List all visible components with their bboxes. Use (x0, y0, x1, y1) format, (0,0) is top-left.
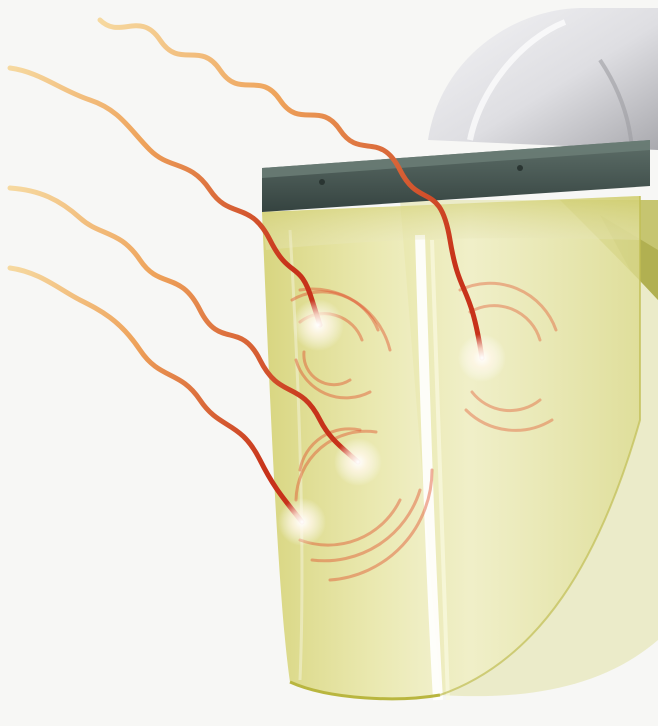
hard-hat-icon (428, 8, 658, 150)
